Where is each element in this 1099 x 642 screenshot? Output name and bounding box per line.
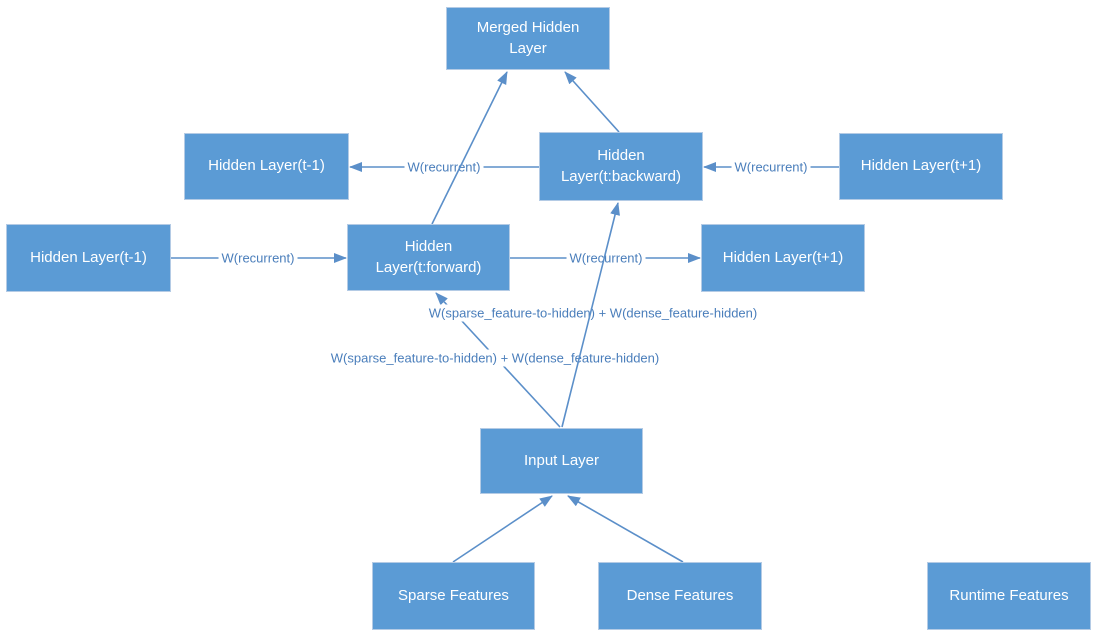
node-hidden-layer-t-plus-1-fwd: Hidden Layer(t+1) (701, 224, 865, 292)
arrow-sparse-to-input (452, 495, 553, 563)
node-hidden-layer-t-minus-1-back: Hidden Layer(t-1) (184, 133, 349, 200)
node-hidden-layer-t-backward: Hidden Layer(t:backward) (539, 132, 703, 201)
node-hidden-layer-t-forward: Hidden Layer(t:forward) (347, 224, 510, 291)
node-label-hidden-layer-t-minus-1-fwd: Hidden Layer(t-1) (30, 248, 147, 266)
node-label-hidden-layer-t-plus-1-back: Hidden Layer(t+1) (860, 157, 982, 175)
label-feature-to-hidden-upper: W(sparse_feature-to-hidden) + W(dense_fe… (425, 304, 761, 322)
node-hidden-layer-t-plus-1-back: Hidden Layer(t+1) (839, 133, 1003, 200)
node-label-hidden-layer-t-plus-1-fwd: Hidden Layer(t+1) (722, 248, 844, 266)
label-w-recurrent-2: W(recurrent) (731, 158, 811, 176)
node-dense-features: Dense Features (598, 562, 762, 630)
node-sparse-features: Sparse Features (372, 562, 535, 630)
node-label-dense-features: Dense Features (626, 586, 734, 604)
label-feature-to-hidden-lower: W(sparse_feature-to-hidden) + W(dense_fe… (327, 349, 663, 367)
node-merged-hidden-layer: Merged Hidden Layer (446, 7, 610, 70)
arrow-dense-to-input (567, 495, 684, 563)
node-label-hidden-layer-t-backward: Hidden Layer(t:backward) (560, 147, 682, 185)
node-label-runtime-features: Runtime Features (949, 586, 1069, 604)
arrow-forward-to-merged (431, 71, 508, 225)
node-label-hidden-layer-t-minus-1-back: Hidden Layer(t-1) (208, 157, 325, 175)
node-runtime-features: Runtime Features (927, 562, 1091, 630)
node-label-sparse-features: Sparse Features (398, 586, 509, 604)
node-label-input-layer: Input Layer (523, 451, 600, 469)
node-input-layer: Input Layer (480, 428, 643, 494)
label-w-recurrent-3: W(recurrent) (218, 249, 298, 267)
node-label-merged-hidden-layer: Merged Hidden Layer (476, 19, 580, 57)
node-label-hidden-layer-t-forward: Hidden Layer(t:forward) (375, 238, 482, 276)
arrow-backward-to-merged (564, 71, 620, 133)
node-hidden-layer-t-minus-1-fwd: Hidden Layer(t-1) (6, 224, 171, 292)
label-w-recurrent-4: W(recurrent) (566, 249, 646, 267)
label-w-recurrent-1: W(recurrent) (404, 158, 484, 176)
